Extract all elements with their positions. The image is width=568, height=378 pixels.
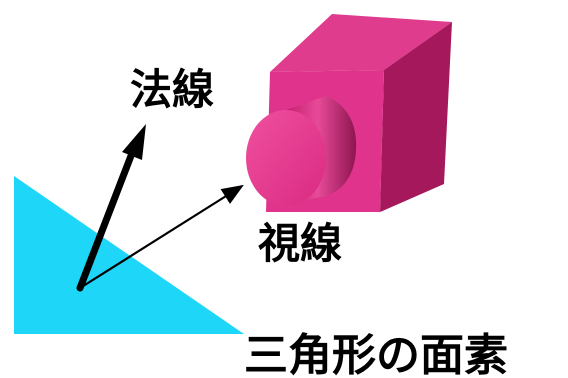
- triangle-face: [14, 176, 244, 334]
- triangle-face-label: 三角形の面素: [244, 330, 508, 378]
- camera-lens-face: [246, 110, 326, 206]
- normal-arrow: [76, 124, 146, 292]
- camera-lens: [246, 96, 357, 206]
- normal-arrow-head: [122, 124, 146, 160]
- view-line-arrow: [79, 184, 244, 289]
- camera-side-face: [380, 22, 452, 212]
- camera-top-face: [270, 14, 452, 72]
- normal-label: 法線: [130, 65, 214, 114]
- view-line-label: 視線: [258, 219, 342, 268]
- camera: [246, 14, 452, 212]
